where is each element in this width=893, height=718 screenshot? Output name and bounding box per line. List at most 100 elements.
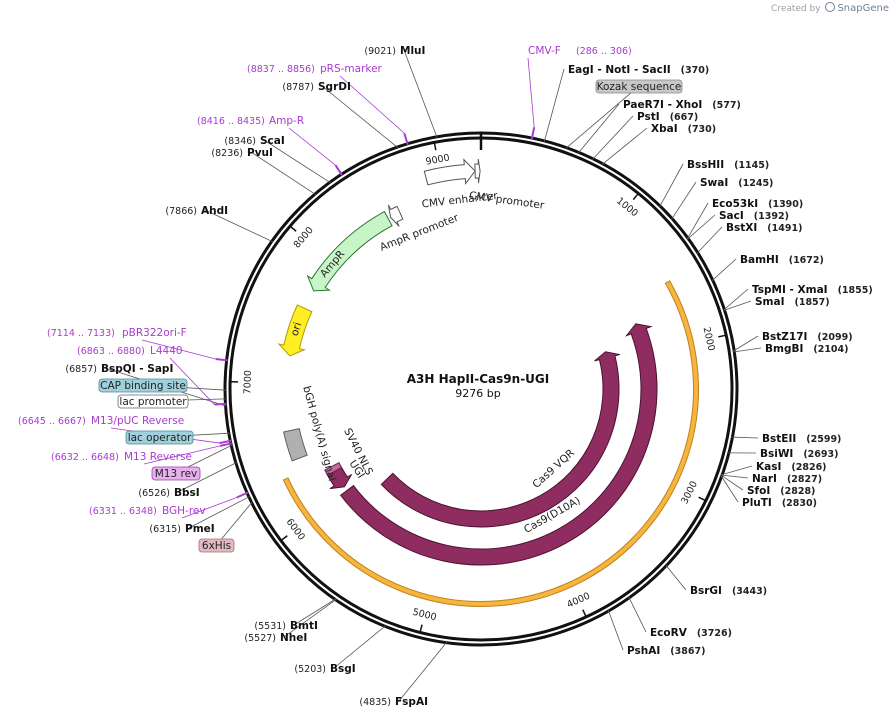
primer-m13-puc-reverse: M13/pUC Reverse xyxy=(91,415,184,427)
site-extra-tspmi-0: - XmaI xyxy=(786,284,828,296)
site-name-paer7i: PaeR7I xyxy=(623,99,664,111)
site-pos-bsgi: (5203) xyxy=(294,664,326,675)
feature-bgh-poly-a-signal xyxy=(283,428,308,462)
site-pos-pshai: (3867) xyxy=(670,646,705,657)
site-line-bamhi xyxy=(711,258,737,282)
site-line-nari xyxy=(721,474,749,479)
site-bsiwi: BsiWI(2693) xyxy=(760,448,838,460)
site-name-xbai: XbaI xyxy=(651,123,678,135)
site-pos-nhei: (5527) xyxy=(244,633,276,644)
site-pos-smai: (1857) xyxy=(795,297,830,308)
site-pos-kasi: (2826) xyxy=(791,462,826,473)
tick-mark-3000 xyxy=(698,496,707,502)
site-pos-ahdi: (7866) xyxy=(165,206,197,217)
tick-mark-8000 xyxy=(289,225,297,232)
site-saci: SacI(1392) xyxy=(719,210,789,222)
site-line-pmei xyxy=(188,496,250,529)
site-sfoi: SfoI(2828) xyxy=(747,485,815,497)
feature-cas9-vqr xyxy=(380,351,620,528)
feature-sv40-nls xyxy=(324,462,343,477)
site-kasi: KasI(2826) xyxy=(756,461,827,473)
site-bstz17i: BstZ17I (2099) xyxy=(762,331,853,343)
primer-cmv-f: CMV-F xyxy=(528,45,561,57)
primer-line-bgh-rev xyxy=(181,496,238,519)
site-fspai: FspAI xyxy=(395,696,428,708)
site-pos-psti: (667) xyxy=(670,112,699,123)
site-line-saci xyxy=(687,214,716,240)
site-pos-bspqi: (6857) xyxy=(65,364,97,375)
box-lac-operator xyxy=(125,430,194,445)
primer-pos-m13-reverse: (6632 .. 6648) xyxy=(51,452,119,463)
site-pmei: PmeI xyxy=(185,523,215,535)
site-pos-sfoi: (2828) xyxy=(780,486,815,497)
primer-pbr322ori-f: pBR322ori-F xyxy=(122,327,187,339)
tick-label-3000: 3000 xyxy=(679,479,700,506)
site-line-xbai xyxy=(601,127,648,165)
primer-amp-r: Amp-R xyxy=(269,115,304,127)
site-bstxi: BstXI(1491) xyxy=(726,222,802,234)
site-line-pluti xyxy=(720,475,739,503)
site-name-bsgi: BsgI xyxy=(330,663,356,675)
site-name-ecorv: EcoRV xyxy=(650,627,688,639)
box-lac-promoter xyxy=(117,394,189,409)
site-name-pmei: PmeI xyxy=(185,523,215,535)
site-pos-swai: (1245) xyxy=(738,178,773,189)
tick-label-1000: 1000 xyxy=(614,196,640,220)
site-line-fspai xyxy=(398,641,448,702)
site-tspmi: TspMI - XmaI(1855) xyxy=(752,284,873,296)
site-line-kasi xyxy=(720,465,753,476)
tick-label-8000: 8000 xyxy=(292,225,316,251)
site-pos-nari: (2827) xyxy=(787,474,822,485)
primer-line-m13-reverse xyxy=(143,445,221,465)
site-pos-bamhi: (1672) xyxy=(789,255,824,266)
site-name-bstz17i: BstZ17I xyxy=(762,331,807,343)
box-line-kozak-sequence xyxy=(565,85,640,149)
site-bsteii: BstEII(2599) xyxy=(762,433,841,445)
site-pos-ecorv: (3726) xyxy=(697,628,732,639)
site-name-nhei: NheI xyxy=(280,632,307,644)
site-name-bamhi: BamHI xyxy=(740,254,779,266)
site-bspqi: BspQI - SapI xyxy=(101,363,173,375)
site-bbsi: BbsI xyxy=(174,487,200,499)
snapgene-logo-icon xyxy=(825,2,836,12)
feature-cmv-enhancer xyxy=(423,158,476,186)
primer-mark-bgh-rev xyxy=(236,491,249,499)
site-bmti: BmtI xyxy=(290,620,318,632)
site-pos-pvui: (8236) xyxy=(211,148,243,159)
site-bsrgi: BsrGI(3443) xyxy=(690,585,767,597)
site-pos-saci: (1392) xyxy=(754,211,789,222)
site-pos-tspmi: (1855) xyxy=(838,285,873,296)
site-name-bsiwi: BsiWI xyxy=(760,448,793,460)
site-line-smai xyxy=(723,300,752,311)
tick-mark-9000 xyxy=(433,142,437,151)
tick-mark-1000 xyxy=(632,192,639,201)
primer-line-cmv-f xyxy=(527,57,535,128)
site-line-eco53ki xyxy=(686,202,709,240)
site-name-bsteii: BstEII xyxy=(762,433,796,445)
box-label-kozak-sequence: Kozak sequence xyxy=(597,81,682,93)
site-name-pluti: PluTI xyxy=(742,497,772,509)
site-eagi: EagI - NotI - SacII(370) xyxy=(568,64,709,76)
tick-label-5000: 5000 xyxy=(411,607,437,624)
tick-mark-2000 xyxy=(718,334,727,338)
site-line-psti xyxy=(592,115,634,160)
primer-l4440: L4440 xyxy=(150,345,183,357)
primer-bgh-rev: BGH-rev xyxy=(162,505,206,517)
site-name-swai: SwaI xyxy=(700,177,728,189)
primer-pos-m13-puc-reverse: (6645 .. 6667) xyxy=(18,416,86,427)
site-name-pvui: PvuI xyxy=(247,147,273,159)
site-pos-eagi: (370) xyxy=(681,65,710,76)
box-kozak-sequence xyxy=(595,79,683,94)
box-label-m13-rev: M13 rev xyxy=(155,468,198,480)
plasmid-size: 9276 bp xyxy=(455,387,500,400)
feature-label-bgh-poly-a-signal: bGH poly(A) signal xyxy=(300,385,338,483)
site-pos-bstz17i: (2099) xyxy=(817,332,852,343)
site-smai: SmaI(1857) xyxy=(755,296,830,308)
primer-line-l4440 xyxy=(169,357,215,405)
site-name-psti: PstI xyxy=(637,111,660,123)
site-pos-bstxi: (1491) xyxy=(767,223,802,234)
label-layer: EagI - NotI - SacII(370)PaeR7I - XhoI(57… xyxy=(18,45,873,708)
snapgene-credit: Created by SnapGene xyxy=(771,2,889,14)
primer-pos-cmv-f: (286 .. 306) xyxy=(576,46,632,57)
